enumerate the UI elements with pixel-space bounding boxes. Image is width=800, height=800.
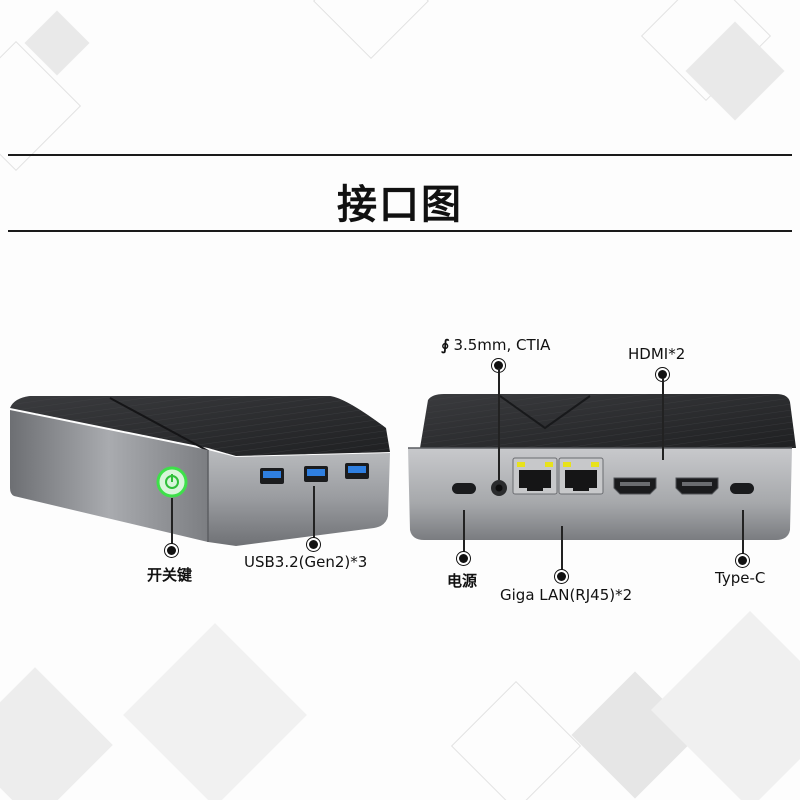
callout-dot <box>167 546 176 555</box>
lan-port <box>512 457 558 495</box>
usb-port <box>345 463 369 479</box>
leader-lan <box>561 526 563 574</box>
leader-audio <box>498 368 500 480</box>
dc-power-port <box>452 483 476 494</box>
left-pc-lid-seam <box>109 397 211 453</box>
leader-usb <box>313 486 315 542</box>
usb-port <box>304 466 328 482</box>
title-rule-bottom <box>8 230 792 232</box>
right-pc-lid-seam <box>499 395 591 430</box>
callout-dot <box>557 572 566 581</box>
label-dc-power: 电源 <box>447 572 478 590</box>
title-rule-top <box>8 154 792 156</box>
label-type-c: Type-C <box>715 569 766 587</box>
callout-dot <box>309 540 318 549</box>
leader-power-button <box>171 498 173 550</box>
power-button-icon <box>156 466 188 498</box>
callout-dot <box>658 370 667 379</box>
label-hdmi: HDMI*2 <box>628 345 686 363</box>
hdmi-port <box>675 477 719 495</box>
callout-dot <box>738 556 747 565</box>
left-pc-lid-texture <box>10 396 390 456</box>
label-audio: ∮3.5mm, CTIA <box>441 336 550 354</box>
right-mini-pc <box>408 394 796 540</box>
label-lan: Giga LAN(RJ45)*2 <box>500 586 633 604</box>
left-pc-front <box>208 450 390 546</box>
callout-dot <box>459 554 468 563</box>
headphone-icon <box>491 480 507 496</box>
leader-type-c <box>742 510 744 556</box>
label-usb: USB3.2(Gen2)*3 <box>244 553 368 571</box>
hdmi-port <box>613 477 657 495</box>
type-c-port <box>730 483 754 494</box>
left-pc-side <box>10 410 208 542</box>
label-power-button: 开关键 <box>147 566 193 584</box>
callout-dot <box>494 361 503 370</box>
usb-port <box>260 468 284 484</box>
page-title: 接口图 <box>337 182 463 228</box>
leader-dc-power <box>463 510 465 556</box>
label-audio-text: 3.5mm, CTIA <box>453 336 551 354</box>
headphone-icon: ∮ <box>441 336 450 354</box>
leader-hdmi <box>662 378 664 460</box>
lan-port <box>558 457 604 495</box>
left-mini-pc <box>10 396 390 546</box>
